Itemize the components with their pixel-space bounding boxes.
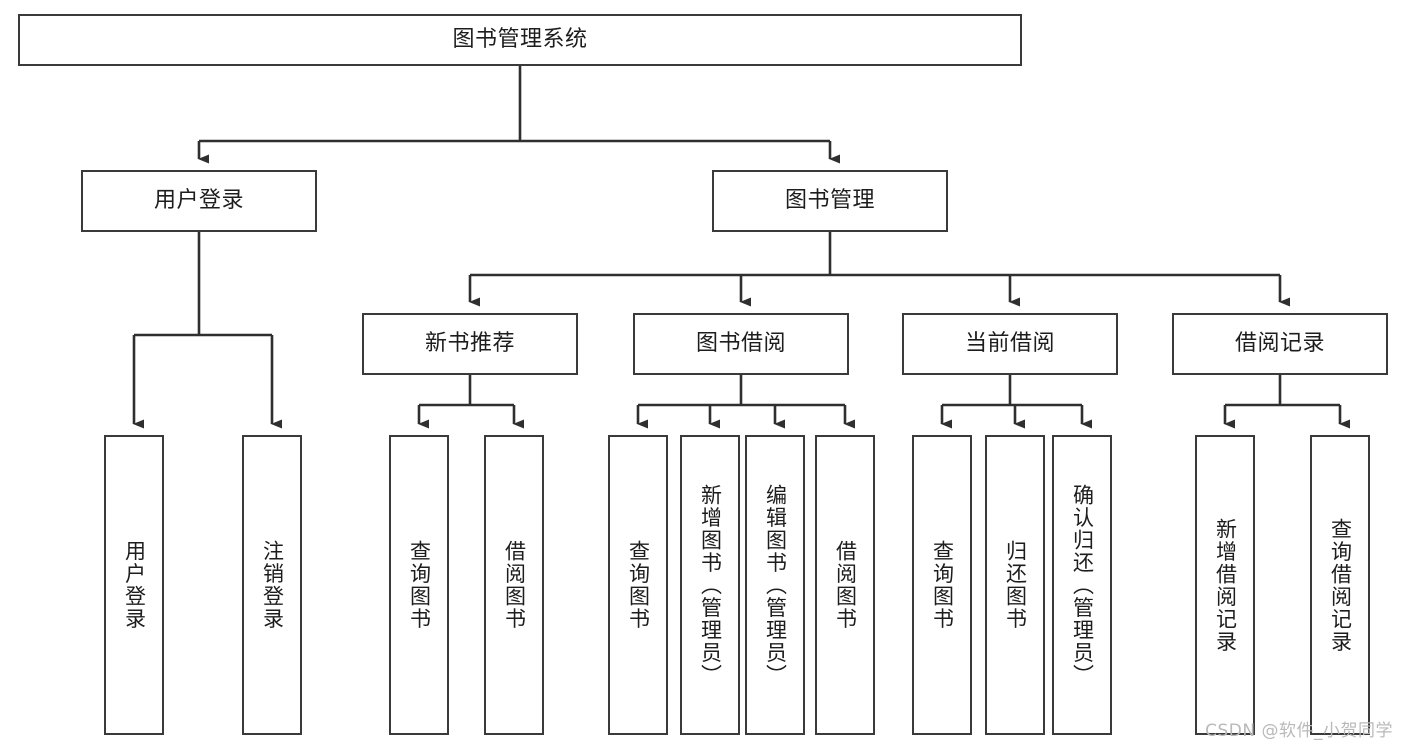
node-label: 图书管理系统 <box>452 26 588 52</box>
node-leaf-borrow-book-2[interactable]: 借阅图书 <box>815 435 875 735</box>
node-leaf-confirm-return[interactable]: 确认归还（管理员） <box>1052 435 1112 735</box>
node-root[interactable]: 图书管理系统 <box>18 14 1022 66</box>
node-label: 查询借阅记录 <box>1328 517 1353 653</box>
node-label: 借阅图书 <box>502 540 527 630</box>
node-label: 借阅图书 <box>833 540 858 630</box>
node-book-borrow[interactable]: 图书借阅 <box>633 313 849 375</box>
node-current-borrow[interactable]: 当前借阅 <box>902 313 1118 375</box>
watermark-credit: CSDN @软件_小贺同学 <box>1205 721 1393 741</box>
node-label: 用户登录 <box>122 540 147 630</box>
node-leaf-return-book[interactable]: 归还图书 <box>985 435 1045 735</box>
node-label: 编辑图书（管理员） <box>763 483 788 687</box>
node-book-management[interactable]: 图书管理 <box>712 170 948 232</box>
node-new-book-recommend[interactable]: 新书推荐 <box>362 313 578 375</box>
node-leaf-borrow-book-1[interactable]: 借阅图书 <box>484 435 544 735</box>
node-leaf-add-book[interactable]: 新增图书（管理员） <box>680 435 740 735</box>
node-label: 新增图书（管理员） <box>698 483 723 687</box>
node-borrow-record[interactable]: 借阅记录 <box>1172 313 1388 375</box>
node-label: 图书管理 <box>784 187 875 213</box>
node-label: 当前借阅 <box>964 330 1055 356</box>
node-label: 新增借阅记录 <box>1213 517 1238 653</box>
node-label: 查询图书 <box>930 540 955 630</box>
node-leaf-query-record[interactable]: 查询借阅记录 <box>1310 435 1370 735</box>
node-label: 查询图书 <box>626 540 651 630</box>
node-label: 查询图书 <box>407 540 432 630</box>
node-leaf-query-book-1[interactable]: 查询图书 <box>389 435 449 735</box>
node-leaf-logout[interactable]: 注销登录 <box>242 435 302 735</box>
node-label: 用户登录 <box>153 187 244 213</box>
node-leaf-query-book-3[interactable]: 查询图书 <box>912 435 972 735</box>
node-leaf-edit-book[interactable]: 编辑图书（管理员） <box>745 435 805 735</box>
node-label: 归还图书 <box>1003 540 1028 630</box>
node-leaf-user-login[interactable]: 用户登录 <box>104 435 164 735</box>
node-label: 新书推荐 <box>424 330 515 356</box>
node-label: 借阅记录 <box>1234 330 1325 356</box>
node-leaf-add-record[interactable]: 新增借阅记录 <box>1195 435 1255 735</box>
node-label: 图书借阅 <box>695 330 786 356</box>
node-label: 确认归还（管理员） <box>1070 483 1095 687</box>
node-label: 注销登录 <box>260 540 285 630</box>
node-leaf-query-book-2[interactable]: 查询图书 <box>608 435 668 735</box>
node-user-login[interactable]: 用户登录 <box>81 170 317 232</box>
